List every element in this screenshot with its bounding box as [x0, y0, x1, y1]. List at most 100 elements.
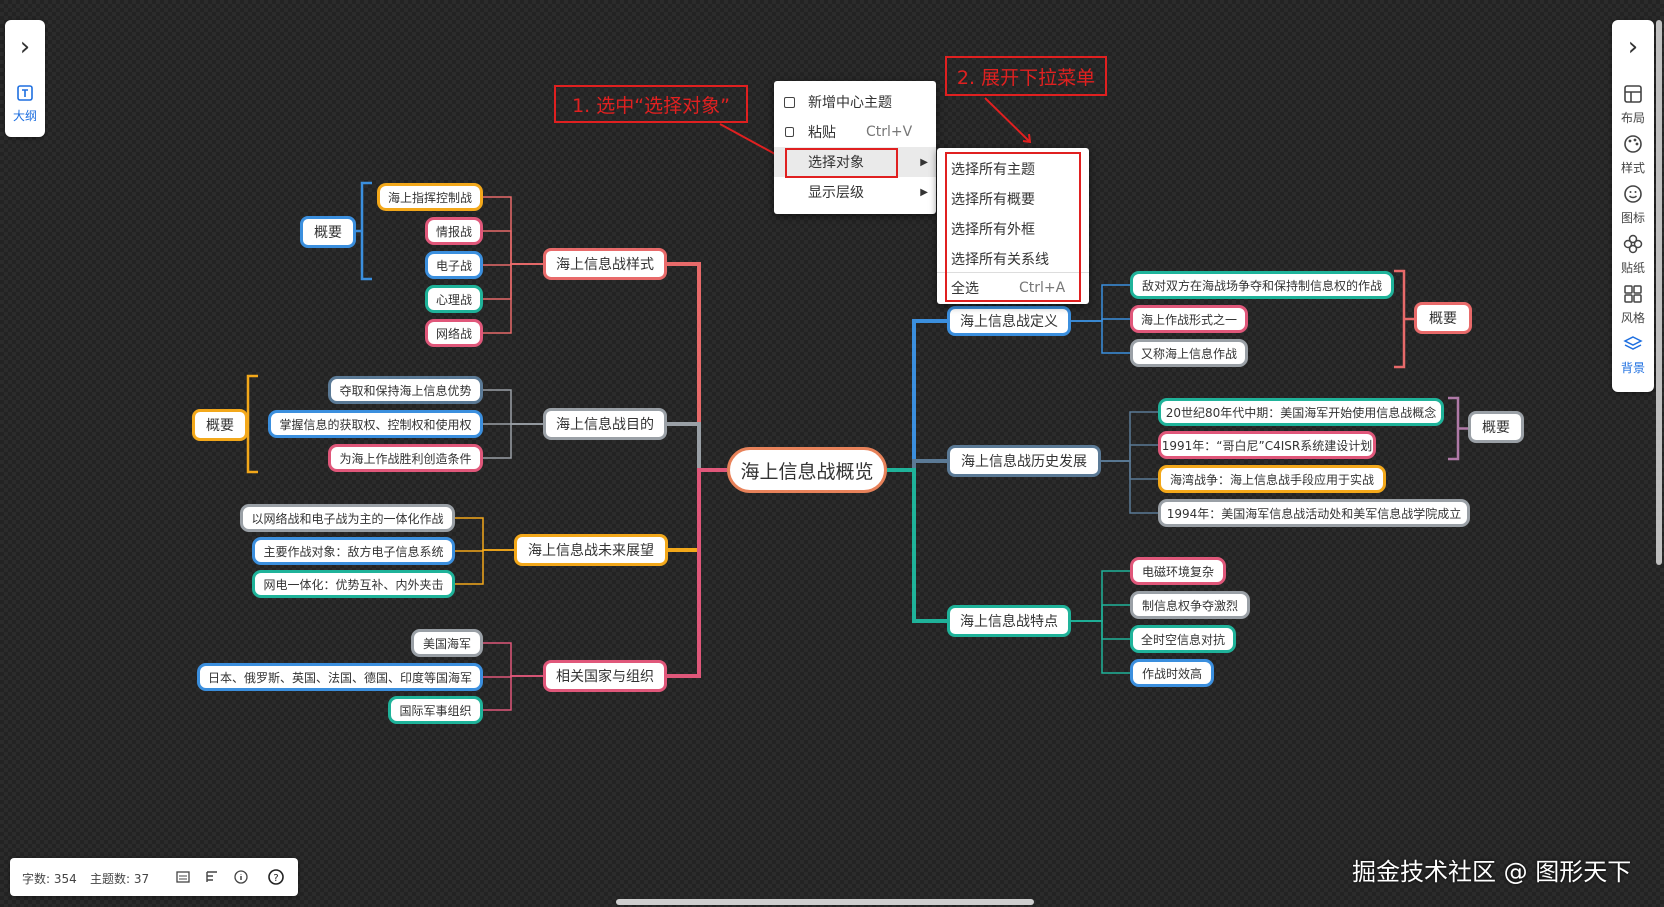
subtopic-s2[interactable]: 情报战: [425, 217, 483, 245]
bracket-sum_hist: [1448, 396, 1460, 461]
background-label: 背景: [1620, 361, 1645, 375]
outline-icon: [17, 85, 33, 101]
connector-t4: [1071, 620, 1130, 674]
subtopic-s3[interactable]: 电子战: [425, 251, 483, 279]
subtopic-f1[interactable]: 以网络战和电子战为主的一体化作战: [240, 504, 455, 532]
bracket-sum_styles: [360, 181, 372, 281]
minimap-icon[interactable]: [176, 871, 190, 883]
subtopic-o1[interactable]: 美国海军: [411, 629, 483, 657]
subtopic-t3[interactable]: 全时空信息对抗: [1130, 625, 1236, 653]
submenu-label: 全选: [951, 281, 979, 297]
main-topic-future[interactable]: 海上信息战未来展望: [514, 534, 668, 566]
subtopic-p2[interactable]: 掌握信息的获取权、控制权和使用权: [268, 410, 483, 438]
subtopic-h3[interactable]: 海湾战争：海上信息战手段应用于实战: [1158, 465, 1386, 493]
summary-sum_def[interactable]: 概要: [1414, 302, 1472, 334]
submenu-arrow-icon: ▶: [920, 186, 928, 198]
subtopic-d2[interactable]: 海上作战形式之一: [1130, 305, 1248, 333]
smile-icon: [1624, 185, 1642, 203]
root-topic[interactable]: 海上信息战概览: [727, 447, 887, 493]
watermark: 掘金技术社区 @ 图形天下: [1352, 858, 1632, 886]
subtopic-d1[interactable]: 敌对双方在海战场争夺和保持制信息权的作战: [1130, 271, 1394, 299]
summary-sum_styles[interactable]: 概要: [300, 216, 356, 248]
status-bar: 字数: 354 主题数: 37 ?: [10, 858, 298, 896]
subtopic-h1[interactable]: 20世纪80年代中期：美国海军开始使用信息战概念: [1158, 398, 1444, 426]
annotation-step1: 1. 选中“选择对象”: [554, 85, 748, 123]
topic-count: 主题数: 37: [90, 872, 150, 886]
info-icon[interactable]: [234, 870, 248, 884]
connector-orgs: [667, 468, 727, 678]
menu-item-paste[interactable]: 粘贴 Ctrl+V: [774, 117, 936, 147]
subtopic-p1[interactable]: 夺取和保持海上信息优势: [328, 376, 483, 404]
subtopic-s4[interactable]: 心理战: [425, 285, 483, 313]
style-label: 样式: [1620, 161, 1645, 175]
subtopic-d3[interactable]: 又称海上信息作战: [1130, 339, 1248, 367]
main-topic-history[interactable]: 海上信息战历史发展: [947, 445, 1101, 477]
background-button[interactable]: 背景: [1612, 334, 1654, 376]
icon-label: 图标: [1620, 211, 1645, 225]
word-count: 字数: 354: [22, 872, 77, 886]
menu-item-label: 新增中心主题: [808, 95, 892, 111]
structure-icon[interactable]: [205, 870, 219, 884]
submenu-select-all-boundaries[interactable]: 选择所有外框: [937, 214, 1089, 244]
subtopic-s5[interactable]: 网络战: [425, 319, 483, 347]
subtopic-p3[interactable]: 为海上作战胜利创造条件: [328, 444, 483, 472]
bracket-sum_def: [1394, 269, 1406, 369]
theme-button[interactable]: 风格: [1612, 284, 1654, 326]
help-icon[interactable]: ?: [268, 869, 284, 885]
right-sidebar: › 布局 样式 图标 贴纸 风格 背景: [1612, 20, 1654, 392]
main-topic-purpose[interactable]: 海上信息战目的: [543, 408, 667, 440]
sticker-button[interactable]: 贴纸: [1612, 234, 1654, 276]
left-expand-button[interactable]: ›: [5, 34, 45, 60]
connector-d3: [1071, 320, 1130, 354]
connector-purpose: [667, 422, 727, 472]
submenu-select-all-topics[interactable]: 选择所有主题: [937, 154, 1089, 184]
subtopic-f2[interactable]: 主要作战对象：敌方电子信息系统: [252, 537, 455, 565]
connector-o1: [483, 642, 543, 677]
subtopic-h2[interactable]: 1991年：“哥白尼”C4ISR系统建设计划: [1158, 431, 1376, 459]
menu-item-select-objects[interactable]: 选择对象 ▶: [774, 147, 936, 177]
main-topic-styles[interactable]: 海上信息战样式: [543, 248, 667, 280]
menu-item-show-level[interactable]: 显示层级 ▶: [774, 177, 936, 207]
summary-sum_hist[interactable]: 概要: [1468, 411, 1524, 443]
main-topic-traits[interactable]: 海上信息战特点: [947, 605, 1071, 637]
bracket-sum_purpose: [246, 374, 258, 474]
subtopic-h4[interactable]: 1994年：美国海军信息战活动处和美军信息战学院成立: [1158, 499, 1470, 527]
layout-button[interactable]: 布局: [1612, 84, 1654, 126]
connector-s4: [483, 263, 543, 300]
submenu-label: 选择所有概要: [951, 192, 1035, 208]
style-button[interactable]: 样式: [1612, 134, 1654, 176]
subtopic-t2[interactable]: 制信息权争夺激烈: [1130, 591, 1250, 619]
subtopic-o3[interactable]: 国际军事组织: [388, 696, 483, 724]
subtopic-t4[interactable]: 作战时效高: [1130, 659, 1214, 687]
subtopic-t1[interactable]: 电磁环境复杂: [1130, 557, 1226, 585]
submenu-select-all-summaries[interactable]: 选择所有概要: [937, 184, 1089, 214]
outline-button[interactable]: 大纲: [5, 84, 45, 124]
connector-p3: [483, 423, 543, 459]
center-topic-icon: [784, 96, 795, 108]
right-expand-button[interactable]: ›: [1612, 34, 1654, 60]
subtopic-o2[interactable]: 日本、俄罗斯、英国、法国、德国、印度等国海军: [197, 663, 483, 691]
subtopic-s1[interactable]: 海上指挥控制战: [377, 183, 483, 211]
connector-s5: [483, 263, 543, 334]
submenu-select-all[interactable]: 全选 Ctrl+A: [937, 272, 1089, 303]
menu-item-label: 选择对象: [808, 155, 864, 171]
main-topic-orgs[interactable]: 相关国家与组织: [543, 660, 667, 692]
subtopic-f3[interactable]: 网电一体化：优势互补、内外夹击: [252, 570, 455, 598]
submenu-arrow-icon: ▶: [920, 156, 928, 168]
chevron-right-icon: ›: [19, 32, 31, 62]
layers-icon: [1623, 336, 1643, 350]
palette-icon: [1624, 135, 1642, 153]
summary-sum_purpose[interactable]: 概要: [192, 409, 248, 441]
vertical-scrollbar[interactable]: [1656, 20, 1662, 565]
submenu-select-all-relations[interactable]: 选择所有关系线: [937, 244, 1089, 274]
highlight-submenu: [945, 152, 1081, 302]
connector-traits: [887, 468, 947, 623]
theme-label: 风格: [1620, 311, 1645, 325]
layout-icon: [1624, 85, 1642, 103]
main-topic-definition[interactable]: 海上信息战定义: [947, 306, 1071, 336]
menu-item-new-center-topic[interactable]: 新增中心主题: [774, 87, 936, 117]
annotation-arrow-2: [984, 97, 1031, 143]
horizontal-scrollbar[interactable]: [616, 899, 1034, 905]
icon-button[interactable]: 图标: [1612, 184, 1654, 226]
grid-icon: [1624, 285, 1642, 303]
